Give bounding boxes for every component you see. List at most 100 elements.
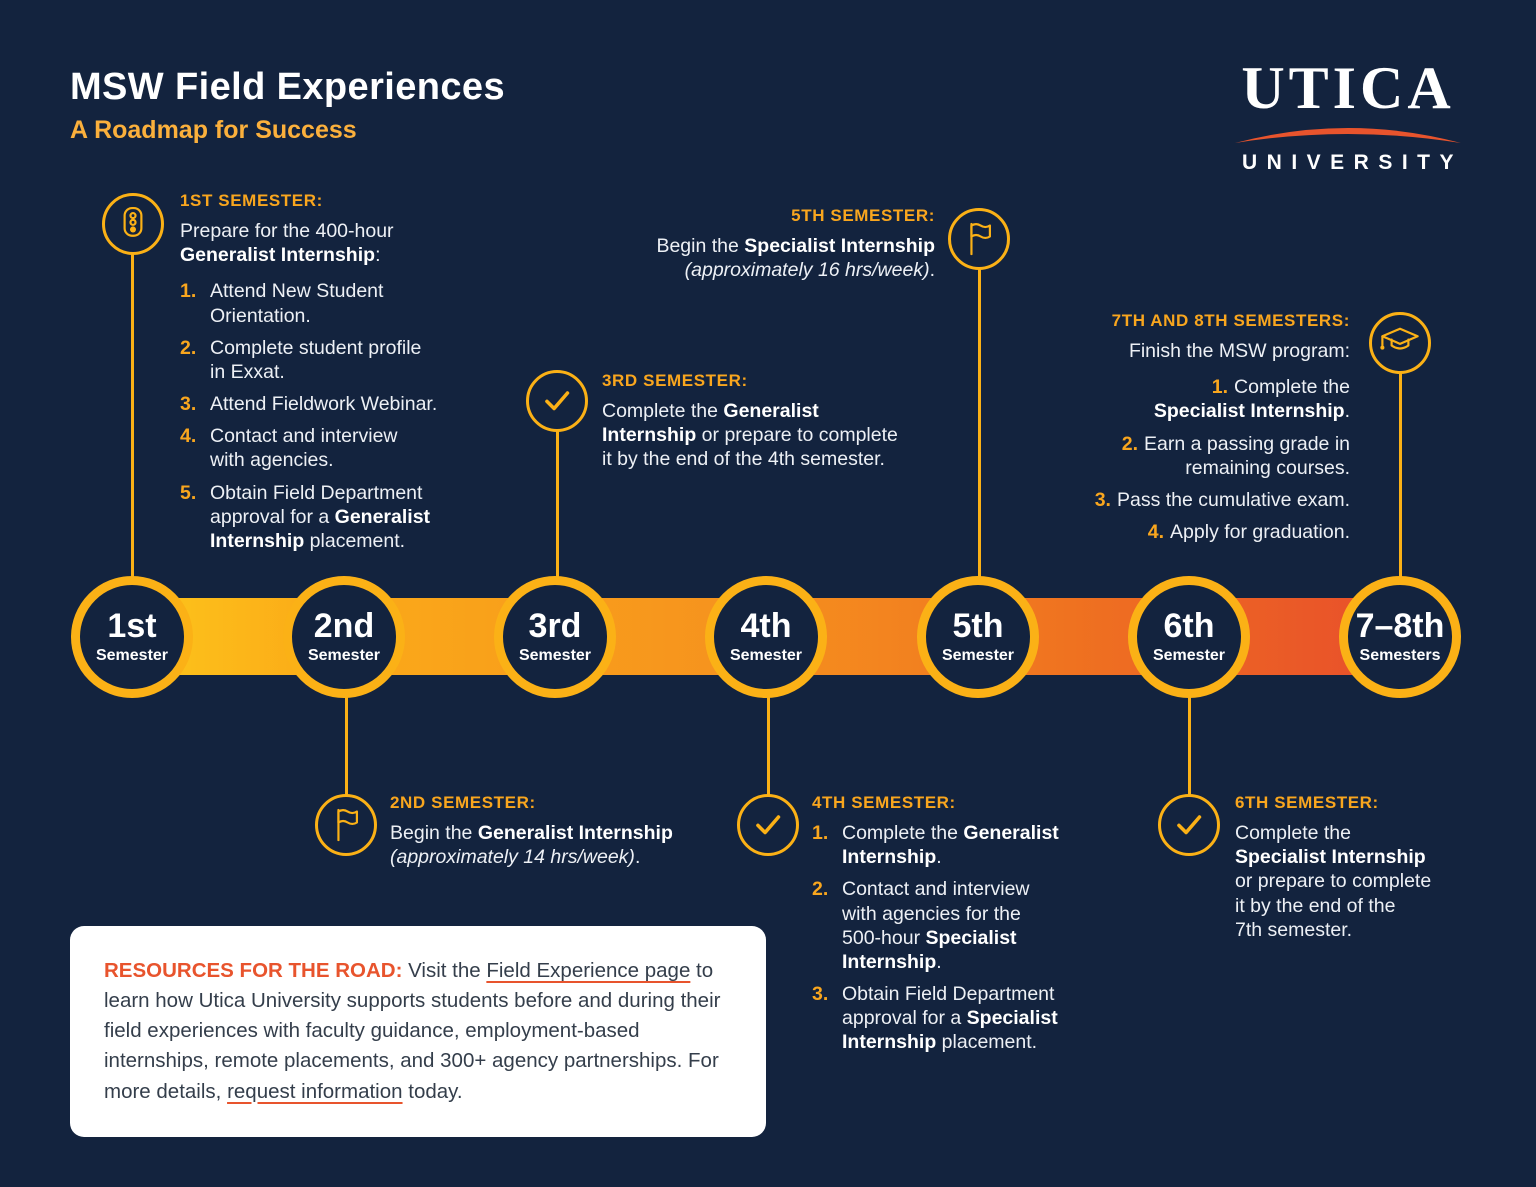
item-number: 4. (1147, 521, 1165, 544)
page-subtitle: A Roadmap for Success (70, 116, 357, 144)
item-number: 3. (180, 393, 197, 416)
logo-wordmark: UTICA (1241, 55, 1455, 121)
connector-line-7-8th (1399, 373, 1402, 577)
timeline-node-label: 4th (740, 607, 792, 645)
request-information-link[interactable]: request information (227, 1079, 403, 1103)
item-text: Apply for graduation. (1170, 521, 1350, 544)
resources-card: RESOURCES FOR THE ROAD: Visit the Field … (70, 926, 766, 1137)
timeline-node-sublabel: Semester (729, 647, 803, 664)
timeline-node-sublabel: Semester (1152, 647, 1226, 664)
timeline-node-label: 2nd (313, 607, 375, 645)
timeline-node: 7–8th Semesters (1339, 576, 1461, 698)
connector-line-3rd (556, 431, 559, 577)
connector-line-5th (978, 269, 981, 577)
item-text: Pass the cumulative exam. (1116, 488, 1350, 511)
callout-heading: 1ST SEMESTER: (180, 191, 323, 210)
callout-body: Begin the Specialist Internship(approxim… (656, 235, 935, 282)
timeline-node: 6th Semester (1128, 576, 1250, 698)
timeline-node-label: 1st (107, 607, 157, 645)
timeline-node: 1st Semester (71, 576, 193, 698)
connector-line-4th (767, 695, 770, 795)
resources-heading: RESOURCES FOR THE ROAD: (104, 959, 403, 982)
item-number: 1. (180, 280, 197, 303)
timeline-node: 4th Semester (705, 576, 827, 698)
callout-2nd-semester: 2ND SEMESTER: Begin the Generalist Inter… (390, 793, 730, 869)
item-number: 1. (1211, 376, 1229, 399)
connector-line-2nd (345, 695, 348, 795)
check-icon (1158, 794, 1220, 856)
resources-text-1: Visit the (408, 959, 487, 982)
field-experience-page-link[interactable]: Field Experience page (486, 959, 691, 982)
list-item: 3.Pass the cumulative exam. (1020, 488, 1350, 512)
callout-heading: 6TH SEMESTER: (1235, 793, 1379, 812)
timeline-node-sublabel: Semester (518, 647, 592, 664)
timeline-node: 2nd Semester (283, 576, 405, 698)
resources-text-2: to learn how Utica University supports s… (104, 959, 721, 1103)
connector-line-6th (1188, 695, 1191, 795)
timeline-node-sublabel: Semester (95, 647, 169, 664)
item-number: 3. (812, 983, 829, 1006)
traffic-light-icon (102, 193, 164, 255)
resources-text: RESOURCES FOR THE ROAD: Visit the Field … (104, 956, 732, 1107)
logo-arc-swoosh (1235, 128, 1461, 143)
utica-university-logo: UTICA UNIVERSITY (1224, 58, 1472, 175)
page-title: MSW Field Experiences (70, 66, 505, 108)
callout-heading: 2ND SEMESTER: (390, 793, 536, 812)
item-number: 2. (812, 878, 829, 901)
flag-icon (948, 208, 1010, 270)
callout-body: Begin the Generalist Internship(approxim… (390, 822, 673, 869)
connector-line-1st (131, 254, 134, 577)
timeline-node-label: 6th (1163, 607, 1215, 645)
item-number: 4. (180, 425, 197, 448)
callout-5th-semester: 5TH SEMESTER: Begin the Specialist Inter… (575, 206, 935, 282)
item-number: 5. (180, 481, 197, 504)
callout-intro: Finish the MSW program: (1128, 340, 1350, 362)
timeline-node-sublabel: Semester (307, 647, 381, 664)
resources-text-3: today. (402, 1079, 463, 1103)
callout-7th-8th-semesters: 7TH AND 8TH SEMESTERS: Finish the MSW pr… (1020, 311, 1350, 552)
item-number: 3. (1094, 488, 1111, 511)
callout-heading: 5TH SEMESTER: (791, 206, 935, 225)
list-item: 3. Attend Fieldwork Webinar. (180, 392, 465, 416)
callout-heading: 7TH AND 8TH SEMESTERS: (1111, 311, 1350, 330)
timeline-node-label: 5th (952, 607, 1004, 645)
callout-heading: 4TH SEMESTER: (812, 793, 956, 812)
timeline-node: 5th Semester (917, 576, 1039, 698)
check-icon (526, 370, 588, 432)
item-number: 2. (180, 336, 197, 359)
list-item: 4.Apply for graduation. (1020, 520, 1350, 544)
item-text: Attend Fieldwork Webinar. (210, 393, 438, 416)
timeline-node-label: 3rd (528, 607, 582, 645)
timeline-node: 3rd Semester (494, 576, 616, 698)
callout-4th-semester: 4TH SEMESTER: 1. Complete the Generalist… (812, 793, 1104, 1063)
check-icon (737, 794, 799, 856)
flag-icon (315, 794, 377, 856)
logo-subtext: UNIVERSITY (1241, 151, 1464, 174)
timeline-node-sublabel: Semesters (1359, 647, 1441, 664)
